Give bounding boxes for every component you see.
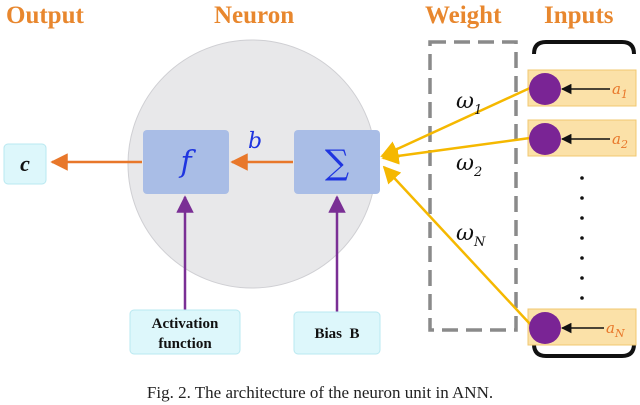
activation-label-line1: Activation [152, 316, 219, 332]
output-header: Output [6, 2, 84, 29]
sum-box [294, 130, 380, 194]
input-node-2 [529, 123, 561, 155]
bias-symbol: b [248, 129, 262, 154]
sum-symbol: ∑ [325, 143, 349, 183]
activation-box [143, 130, 229, 194]
weight-label-2: ω2 [456, 151, 482, 180]
activation-label-box [129, 309, 241, 355]
weight-arrow-1 [380, 86, 531, 158]
input-label-2: a2 [612, 130, 628, 151]
vertical-ellipsis [580, 176, 584, 300]
inputs-bracket-bottom [532, 343, 636, 358]
weight-arrow-2 [381, 136, 531, 165]
inputs-header: Inputs [544, 2, 614, 29]
weight-label-n: ωN [456, 221, 486, 250]
inputs-bracket-top [532, 40, 636, 55]
output-box [3, 143, 47, 185]
input-node-n [529, 312, 561, 344]
weight-arrow-n [382, 165, 531, 325]
input-label-1: a1 [612, 80, 628, 101]
bias-label-box [293, 311, 381, 355]
output-symbol: c [20, 151, 30, 176]
bias-label: Bias B [314, 326, 359, 342]
weight-label-1: ω1 [456, 89, 482, 118]
figure-caption: Fig. 2. The architecture of the neuron u… [147, 383, 493, 402]
neuron-header: Neuron [214, 2, 294, 29]
weight-header: Weight [425, 2, 502, 29]
activation-label-line2: function [158, 336, 212, 352]
input-label-n: aN [606, 319, 625, 340]
weight-dashed-box [428, 40, 518, 332]
input-node-1 [529, 73, 561, 105]
